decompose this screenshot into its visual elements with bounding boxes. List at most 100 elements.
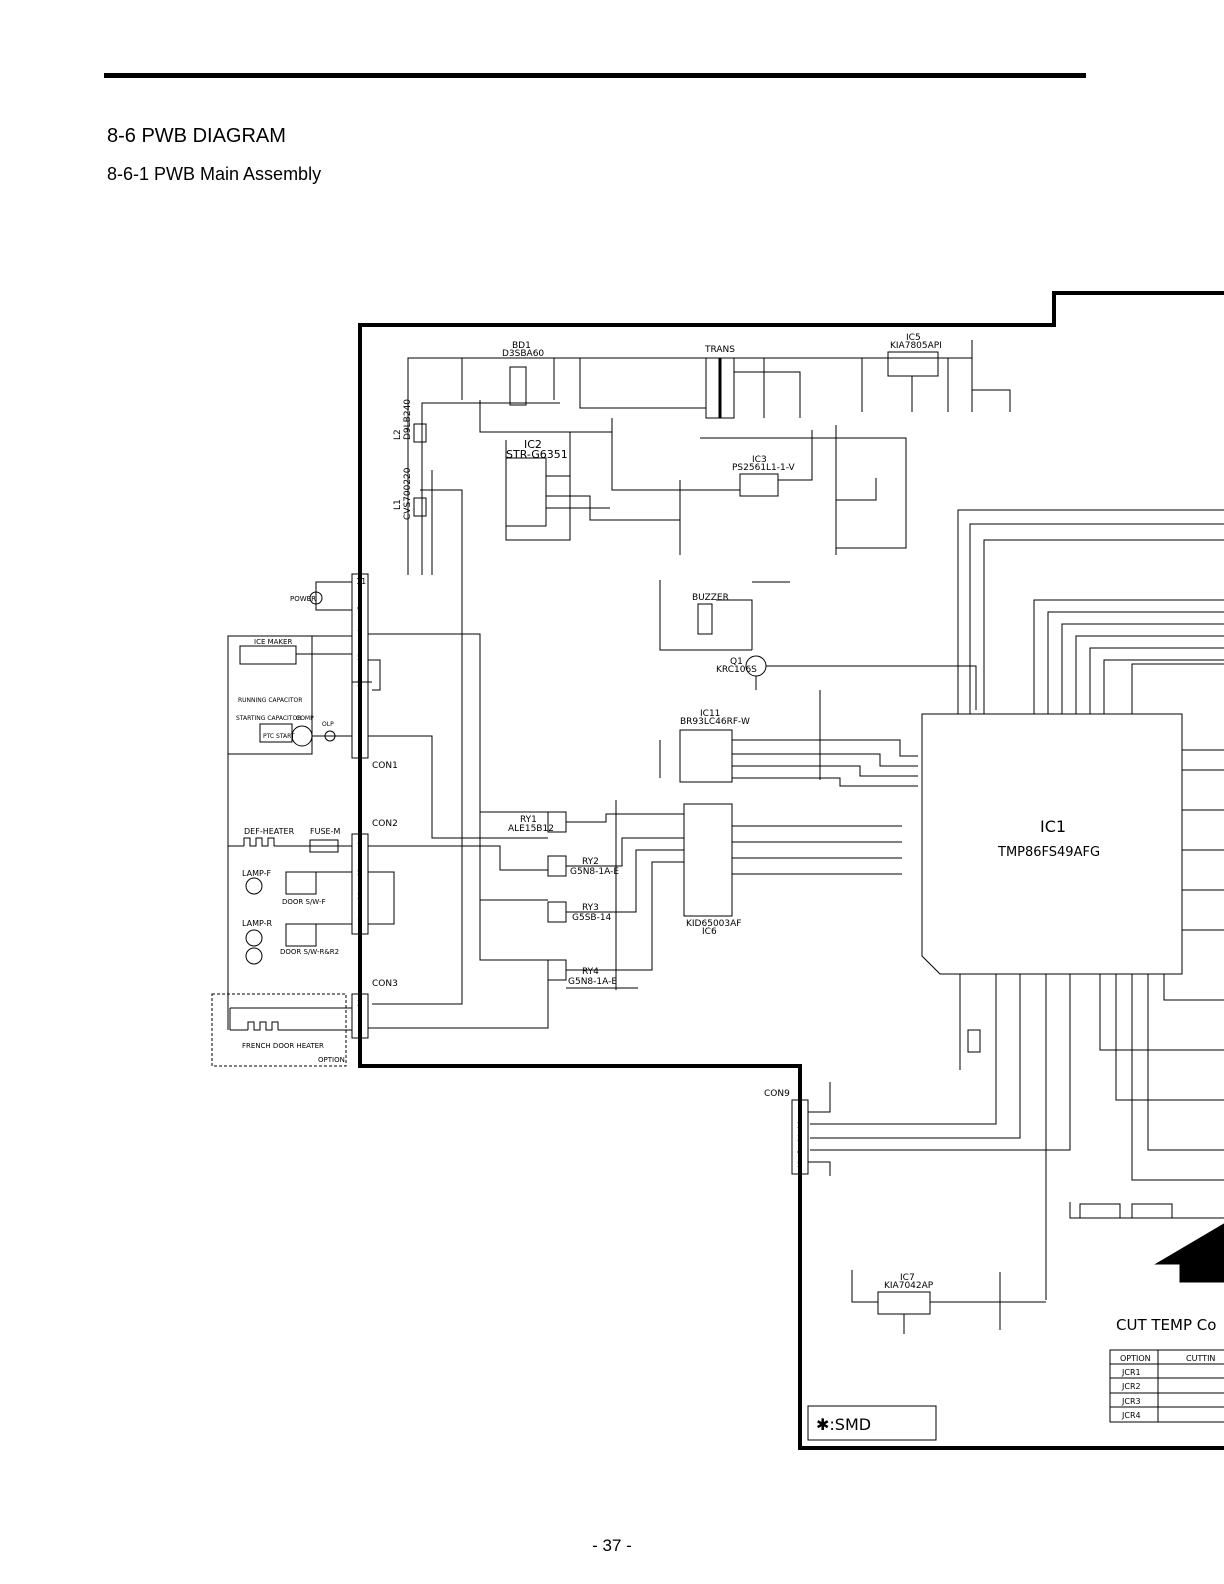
buzzer-body	[697, 603, 713, 635]
cut-temp-row: JCR2	[1121, 1382, 1141, 1391]
bus-line	[1103, 659, 1224, 714]
con1-pin: 9	[357, 605, 362, 614]
con3-pin: 3	[357, 999, 362, 1008]
con2-pin: 5	[357, 868, 362, 877]
con1-body	[351, 573, 369, 759]
wire	[732, 753, 918, 767]
ic7-part: KIA7042AP	[884, 1281, 934, 1291]
q1-label: Q1	[730, 657, 743, 667]
starting-capacitor-label: STARTING CAPACITOR	[236, 715, 301, 722]
wire	[315, 581, 352, 611]
ic6-body	[683, 803, 733, 917]
subsection-title: 8-6-1 PWB Main Assembly	[107, 164, 322, 184]
con9-pin: 2	[797, 1121, 802, 1130]
ic5-part: KIA7805API	[890, 341, 942, 351]
ic2-label: IC2	[524, 438, 542, 451]
lamp-r-symbol	[245, 929, 263, 947]
ice-maker-heater	[239, 645, 297, 665]
wire	[716, 599, 753, 650]
bd1-part: D3SBA60	[502, 349, 544, 359]
jcr-jumper	[1131, 1203, 1173, 1219]
l2-label: L2	[393, 429, 403, 440]
bus-line	[810, 974, 1021, 1139]
con2-pin: 1	[357, 918, 362, 927]
cut-temp-row: JCR3	[1121, 1397, 1141, 1406]
olp-label: OLP	[322, 721, 334, 728]
ic3-label: IC3	[752, 455, 767, 465]
con9-pin: 4	[797, 1147, 802, 1156]
l2-part: D9LB240	[403, 399, 413, 440]
board-outline	[358, 291, 1224, 1450]
wire	[972, 389, 1011, 412]
wire	[566, 837, 684, 867]
con1-label: CON1	[372, 761, 398, 771]
cut-temp-table-frame	[1109, 1349, 1224, 1423]
ry2-part: G5N8-1A-E	[570, 867, 619, 877]
wire	[766, 665, 977, 710]
lamp-f-symbol	[245, 877, 263, 895]
ry4-label: RY4	[582, 967, 599, 977]
wire	[732, 765, 918, 777]
bus-line	[810, 974, 997, 1125]
section-title: 8-6 PWB DIAGRAM	[107, 125, 286, 147]
bus-line	[969, 523, 1224, 714]
bus-line	[1047, 611, 1224, 714]
bus-line	[1033, 599, 1224, 714]
def-heater-label: DEF-HEATER	[244, 827, 295, 836]
ry3-body	[547, 901, 567, 923]
bus-line	[1163, 974, 1224, 1001]
con2-pin: 7	[357, 842, 362, 851]
ry4-body	[547, 959, 567, 981]
bus-line	[957, 509, 1224, 714]
ice-maker-label: ICE MAKER	[254, 638, 292, 646]
cut-temp-title: CUT TEMP Co	[1116, 1316, 1216, 1334]
jcr-jumper	[1079, 1203, 1121, 1219]
wire	[808, 1082, 831, 1113]
option-label: OPTION	[318, 1056, 345, 1064]
con1-pin: 5	[357, 653, 362, 662]
ic7-label: IC7	[900, 1273, 915, 1283]
cut-temp-header: OPTION	[1120, 1354, 1151, 1363]
wire	[566, 861, 684, 971]
con9-pin: 1	[797, 1107, 802, 1116]
ptc-start-label: PTC START	[263, 733, 295, 740]
con3-body	[351, 993, 369, 1039]
lamp-f-label: LAMP-F	[242, 869, 272, 878]
wire	[851, 1270, 878, 1303]
cut-temp-row: JCR1	[1121, 1368, 1141, 1377]
wire	[368, 978, 549, 1029]
wire	[368, 659, 381, 691]
header-rule	[104, 73, 1086, 78]
con9-pin: 3	[797, 1134, 802, 1143]
ry2-body	[547, 855, 567, 877]
bd1-body	[509, 366, 527, 406]
bus-line	[1089, 647, 1224, 714]
wire	[778, 430, 813, 481]
crystal	[967, 1029, 981, 1053]
cut-temp-row: JCR4	[1121, 1411, 1141, 1420]
con1-pin: 1	[357, 731, 362, 740]
con1-pin: 11	[356, 577, 366, 586]
ry1-label: RY1	[520, 815, 537, 825]
con9-pin: 5	[797, 1160, 802, 1169]
wire	[1069, 1202, 1224, 1219]
ic11-part: BR93LC46RF-W	[680, 717, 750, 727]
wire	[734, 371, 801, 418]
ic11-label: IC11	[700, 709, 720, 719]
con1-pin: 3	[357, 679, 362, 688]
wire	[368, 735, 548, 839]
bd1-label: BD1	[512, 341, 531, 351]
wire	[732, 777, 918, 787]
ic1-label: IC1	[1040, 817, 1066, 836]
trans-label: TRANS	[704, 345, 735, 355]
wire	[368, 871, 395, 925]
con2-pin: 3	[357, 892, 362, 901]
arrow-marker	[1154, 1223, 1224, 1283]
q1-part: KRC106S	[716, 665, 757, 675]
comp-symbol	[291, 725, 313, 747]
ry1-part: ALE15B12	[508, 824, 554, 834]
ic2-part: STR-G6351	[506, 448, 568, 461]
wire	[611, 432, 740, 491]
def-heater-symbol	[243, 837, 275, 847]
ic6-part: KID65003AF	[686, 919, 741, 929]
